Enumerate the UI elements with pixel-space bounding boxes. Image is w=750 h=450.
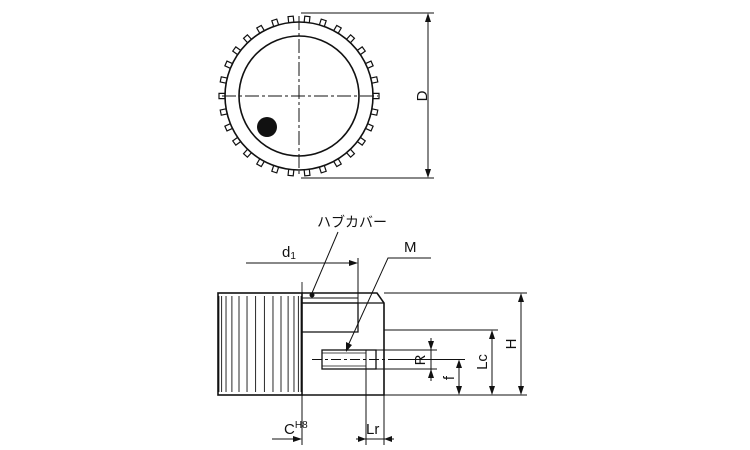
knurl-tooth <box>242 148 252 159</box>
d1-subscript: 1 <box>290 251 296 262</box>
lc-arrow-bottom <box>489 386 495 395</box>
knurl-tooth <box>370 76 379 84</box>
knurl-tooth <box>255 158 265 168</box>
h-arrow-bottom <box>518 386 524 395</box>
dimension-label-Lc: Lc <box>474 354 491 370</box>
knurl-tooth <box>242 33 252 44</box>
hub-cover-leader <box>311 231 339 294</box>
dimension-label-D: D <box>414 90 431 101</box>
knurl-tooth <box>303 15 311 23</box>
lr-arrow-left <box>358 436 366 442</box>
bore-outline <box>302 302 359 333</box>
knurl-tooth <box>318 18 327 27</box>
knurl-tooth <box>356 46 367 56</box>
m-leader <box>345 257 431 351</box>
dimension-label-d1: d1 <box>282 244 296 262</box>
d-arrow-top <box>425 13 431 22</box>
hub-cover-leader-dot <box>309 292 315 298</box>
d-arrow-bottom <box>425 169 431 178</box>
dimension-label-Lr: Lr <box>366 421 379 438</box>
h-arrow-top <box>518 293 524 302</box>
lc-arrow-top <box>489 330 495 339</box>
dimension-label-M: M <box>404 239 417 256</box>
lr-arrow-right <box>384 436 392 442</box>
knurl-tooth <box>287 169 295 177</box>
knurl-tooth <box>356 136 367 146</box>
dimension-label-H: H <box>503 339 520 350</box>
knurl-tooth <box>333 158 343 168</box>
knurl-lines <box>218 296 302 392</box>
top-view <box>218 12 434 179</box>
knurl-tooth <box>231 136 242 146</box>
knurl-tooth <box>224 60 233 69</box>
knurl-tooth <box>224 123 233 132</box>
knurled-body <box>217 292 303 396</box>
knurl-tooth <box>333 24 343 34</box>
knurl-tooth <box>370 108 379 116</box>
knurl-tooth <box>365 123 374 132</box>
d1-main: d <box>282 244 290 261</box>
hub-cover-label: ハブカバー <box>317 214 387 231</box>
knurl-tooth <box>231 46 242 56</box>
dimension-label-C: CH8 <box>284 420 308 438</box>
knurl-tooth <box>219 76 228 84</box>
hub-outline <box>302 292 385 396</box>
side-view <box>217 231 527 445</box>
c-arrow <box>293 436 302 442</box>
knurl-tooth <box>271 165 280 174</box>
knurl-tooth <box>318 165 327 174</box>
m-leader-arrow <box>346 342 352 352</box>
knurl-tooth <box>219 108 228 116</box>
indicator-dot <box>257 117 277 137</box>
knurl-tooth <box>365 60 374 69</box>
dimension-label-R: R <box>412 354 429 365</box>
r-arrow-top <box>428 341 434 350</box>
c-superscript: H8 <box>295 420 308 431</box>
knurl-tooth <box>287 15 295 23</box>
knurl-tooth <box>255 24 265 34</box>
c-main: C <box>284 421 295 438</box>
knurl-tooth <box>218 92 225 100</box>
knurl-tooth <box>346 33 356 44</box>
knurl-tooth <box>303 169 311 177</box>
knurl-tooth <box>271 18 280 27</box>
knurl-tooth <box>373 92 380 100</box>
f-arrow-bottom <box>456 386 462 395</box>
f-arrow-top <box>456 359 462 368</box>
r-arrow-bottom <box>428 369 434 378</box>
knurl-teeth <box>218 15 380 177</box>
dimension-label-f: f <box>441 375 458 380</box>
d1-arrow <box>349 260 358 266</box>
knurl-tooth <box>346 148 356 159</box>
